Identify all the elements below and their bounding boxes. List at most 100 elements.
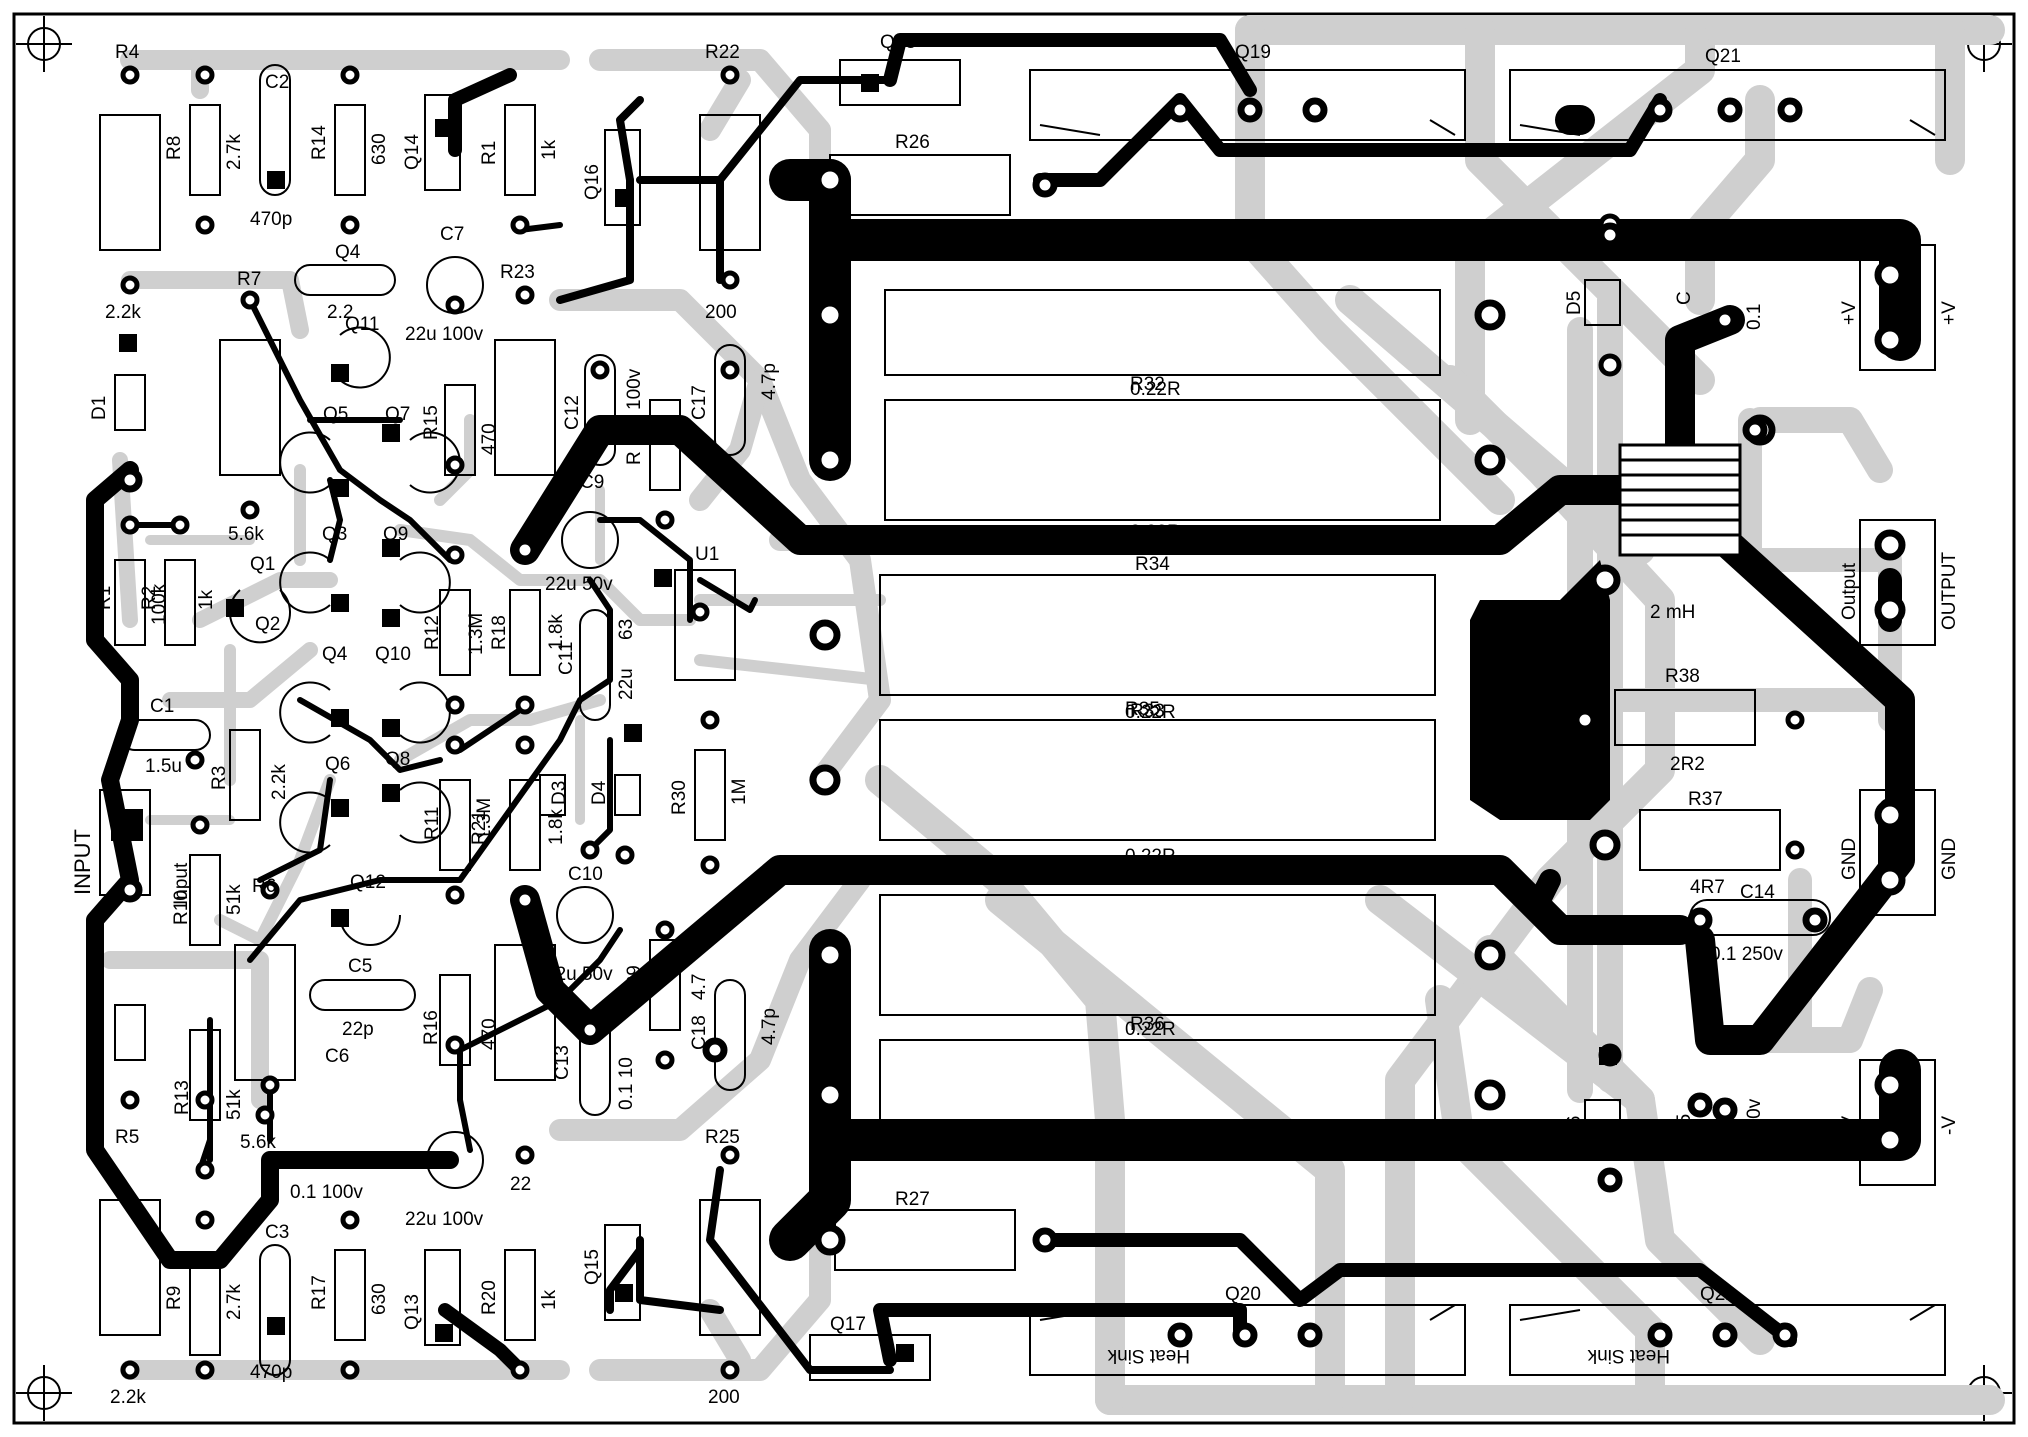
label-51k-b: 51k [224,1089,245,1120]
label-R27: R27 [895,1189,930,1210]
label-1-5u: 1.5u [145,756,182,777]
label-Q2: Q2 [255,614,280,635]
label-2-2k-a: 2.2k [105,302,141,323]
label-1M: 1M [729,779,750,805]
label-heat-sink-b: Heat Sink [1587,1345,1670,1366]
label-Input-s: Input [171,862,192,905]
label-R11: R11 [422,807,443,840]
label-51k-a: 51k [224,884,245,915]
label-630-b: 630 [369,1283,390,1315]
label-0-1: 0.1 [1744,304,1765,330]
label-470p-b: 470p [250,1362,292,1383]
label-R29: R29 [624,965,645,1000]
label-R13: R13 [172,1080,193,1115]
label-470-a: 470 [479,423,500,455]
label-2-2k-c: 2.2k [110,1387,146,1408]
label-63: 63 [616,619,637,640]
label-4R7: 4R7 [1690,877,1725,898]
label-Output: Output [1839,562,1860,620]
label-0-1-100v: 0.1 100v [290,1182,363,1203]
label-100v-b: 100v [1744,1098,1765,1140]
label-R6: R6 [252,876,276,897]
label-R34: R34 [1135,554,1170,575]
label-R37: R37 [1688,789,1723,810]
label-C12: C12 [562,395,583,430]
label-U1: U1 [695,544,719,565]
label-Q10: Q10 [375,644,411,665]
label-22u-100v-a: 22u 100v [405,324,484,345]
label-C14: C14 [1740,882,1775,903]
label-0-22R-a: 0.22R [1130,379,1181,400]
label-Q13: Q13 [402,1294,423,1330]
label-R5: R5 [115,1127,139,1148]
bottom-copper-traces [101,15,2005,1415]
output-copper-pour [1470,560,1610,820]
label-R1a: R1 [94,586,115,610]
label-C15: 15 [1674,1114,1695,1135]
label-R3: R3 [209,766,230,790]
silkscreen-outlines [99,59,1946,1381]
label-Q4t: Q4 [335,242,361,263]
label-C1: C1 [150,696,174,717]
label-R15: R15 [421,405,442,440]
label-Q6: Q6 [325,754,350,775]
label-0-22R-e: 0.22R [1125,1019,1176,1040]
label-C18: C18 [689,1015,710,1050]
label-plus-V-b: +V [1939,301,1960,325]
label-22u-50v-b: 22u 50v [545,964,613,985]
label-R32: R32 [1130,374,1165,395]
label-4-7p-b: 4.7p [759,1008,780,1045]
label-R35: R35 [1125,699,1160,720]
label-R23: R23 [500,262,535,283]
label-2-2k-b: 2.2k [269,764,290,800]
label-C7: C7 [440,224,464,245]
label-Q22: Q22 [1700,1284,1736,1305]
label-R1x: R1 [479,141,500,165]
label-5-6k-a: 5.6k [228,524,264,545]
label-C11: C11 [556,642,577,675]
label-R14: R14 [309,125,330,160]
label-R26: R26 [895,132,930,153]
label-0-1-250v: 0.1 250v [1710,944,1783,965]
label-Q9: Q9 [383,524,408,545]
label-47: 4.7 [689,974,710,1000]
label-22p: 22p [342,1019,374,1040]
label-100k: 100k [149,583,170,625]
label-200-a: 200 [705,302,737,323]
label-R7: R7 [237,269,261,290]
inductor-coil-lines [1620,458,1740,537]
label-1-3M-a: 1.3M [466,613,487,655]
label-200-b: 200 [708,1387,740,1408]
label-R21: R21 [469,810,490,845]
label-R33: R33 [1130,701,1165,722]
label-D5: D5 [1564,291,1585,315]
label-GND-a: GND [1839,838,1860,880]
label-C2: C2 [265,72,289,93]
label-C6: C6 [325,1046,349,1067]
label-22u-100v-b: 22u 100v [405,1209,484,1230]
label-Q11: Q11 [345,314,380,335]
label-R36: R36 [1130,1014,1165,1035]
label-C10: C10 [568,864,603,885]
label-Q1: Q1 [250,554,275,575]
label-Q5: Q5 [323,404,348,425]
label-minus-V-b: -V [1939,1116,1960,1135]
label-R10: R10 [171,890,192,925]
label-4-7p-a: 4.7p [759,363,780,400]
label-Q16: Q16 [582,164,603,200]
label-R20: R20 [479,1280,500,1315]
label-D6: D6 [1564,1116,1585,1140]
label-R18: R18 [489,615,510,650]
label-R17: R17 [309,1275,330,1310]
label-R22: R22 [705,42,740,63]
silkscreen-labels: R4 C2 R22 Q18 Q19 Q21 R8 2.7k R14 630 Q1… [70,32,1960,1408]
label-Q14: Q14 [402,134,423,170]
label-OUTPUT: OUTPUT [1939,552,1960,631]
label-Q21: Q21 [1705,46,1741,67]
inductor-coil-pattern [1618,443,1742,557]
label-5-6k-b: 5.6k [240,1132,276,1153]
label-0-22R-d: 0.22R [1125,846,1176,867]
label-R8: R8 [164,136,185,160]
label-C-a: C [1674,291,1695,305]
